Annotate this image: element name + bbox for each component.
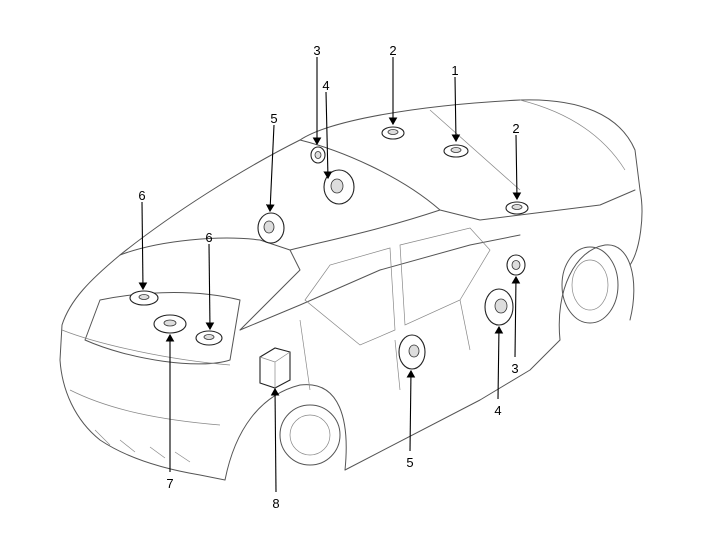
callout-5-roof: 5 — [270, 111, 277, 126]
roof-speaker-2-front — [381, 126, 405, 140]
speaker-6-left — [129, 290, 159, 306]
roof-speaker-1 — [443, 144, 469, 158]
speaker-6-right — [195, 330, 223, 346]
woofer-4-left — [323, 169, 355, 205]
callout-arrows — [138, 57, 522, 493]
callout-2-right: 2 — [512, 121, 519, 136]
callout-2-front: 2 — [389, 43, 396, 58]
car-outline — [59, 99, 643, 481]
callout-4-door: 4 — [494, 403, 501, 418]
callout-3-roof: 3 — [313, 43, 320, 58]
callout-8: 8 — [272, 496, 279, 511]
tweeter-3-left — [310, 146, 326, 164]
amplifier-8 — [259, 347, 291, 389]
callout-7: 7 — [166, 476, 173, 491]
woofer-5-right-rear — [398, 334, 426, 370]
callout-1: 1 — [451, 63, 458, 78]
callout-labels: 1 2 2 3 3 4 4 5 5 6 6 7 8 — [138, 43, 519, 511]
woofer-4-right — [484, 288, 514, 326]
tweeter-3-right — [506, 254, 526, 276]
speakers — [129, 126, 529, 389]
woofer-5-left-rear — [257, 212, 285, 244]
callout-6-right: 6 — [205, 230, 212, 245]
callout-3-door: 3 — [511, 361, 518, 376]
subwoofer-7 — [153, 314, 187, 334]
callout-5-door: 5 — [406, 455, 413, 470]
roof-speaker-2-right — [505, 201, 529, 215]
callout-6-left: 6 — [138, 188, 145, 203]
callout-4-roof: 4 — [322, 78, 329, 93]
